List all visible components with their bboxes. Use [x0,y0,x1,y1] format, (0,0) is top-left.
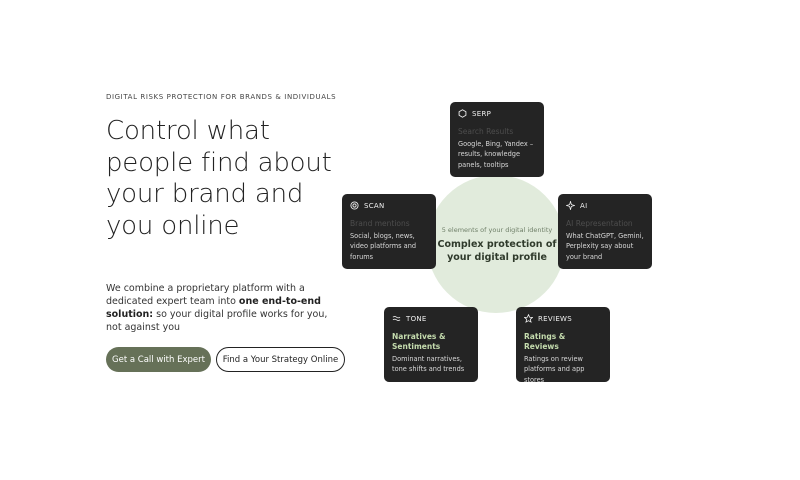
target-icon [350,201,359,210]
card-ai-label: AI [580,201,588,210]
get-call-button[interactable]: Get a Call with Expert [106,347,211,372]
hero-eyebrow: DIGITAL RISKS PROTECTION FOR BRANDS & IN… [106,93,337,101]
hexagon-icon [458,109,467,118]
card-reviews-label: REVIEWS [538,314,573,323]
diagram-center: 5 elements of your digital identity Comp… [437,226,557,264]
diagram-center-title: Complex protection of your digital profi… [437,239,557,263]
card-reviews-title: Ratings & Reviews [524,332,566,351]
find-strategy-button[interactable]: Find a Your Strategy Online [216,347,345,372]
sub-text-bold: one end-to-end solution: [106,296,321,320]
card-scan-label: SCAN [364,201,385,210]
card-tone-desc: Dominant narratives, tone shifts and tre… [392,355,465,374]
diagram-center-caption: 5 elements of your digital identity [441,226,553,234]
wave-icon [392,314,401,323]
card-ai-desc: What ChatGPT, Gemini, Perplexity say abo… [566,232,644,261]
card-tone: TONE Narratives & Sentiments Dominant na… [384,307,478,382]
card-serp-label: SERP [472,109,492,118]
card-tone-title: Narratives & Sentiments [392,332,446,351]
card-ai-header: AI [566,201,644,210]
card-ai: AI AI Representation What ChatGPT, Gemin… [558,194,652,269]
star-icon [524,314,533,323]
hero-headline: Control what people find about your bran… [106,116,332,241]
card-ai-title: AI Representation [566,219,633,228]
card-reviews-desc: Ratings on review platforms and app stor… [524,355,585,384]
sub-text-end: so your digital profile works for you, n… [106,309,328,333]
card-serp-title: Search Results [458,127,514,136]
card-serp-desc: Google, Bing, Yandex – results, knowledg… [458,140,534,169]
card-scan-title: Brand mentions [350,219,410,228]
sparkle-icon [566,201,575,210]
card-serp-header: SERP [458,109,536,118]
card-tone-label: TONE [406,314,427,323]
card-tone-header: TONE [392,314,470,323]
diagram-circle [427,175,565,313]
card-reviews-header: REVIEWS [524,314,602,323]
card-scan: SCAN Brand mentions Social, blogs, news,… [342,194,436,269]
card-reviews: REVIEWS Ratings & Reviews Ratings on rev… [516,307,610,384]
hero-subtitle: We combine a proprietary platform with a… [106,282,336,334]
card-serp: SERP Search Results Google, Bing, Yandex… [450,102,544,177]
card-scan-header: SCAN [350,201,428,210]
sub-text-start: We combine a proprietary platform with a… [106,283,305,307]
card-scan-desc: Social, blogs, news, video platforms and… [350,232,417,261]
